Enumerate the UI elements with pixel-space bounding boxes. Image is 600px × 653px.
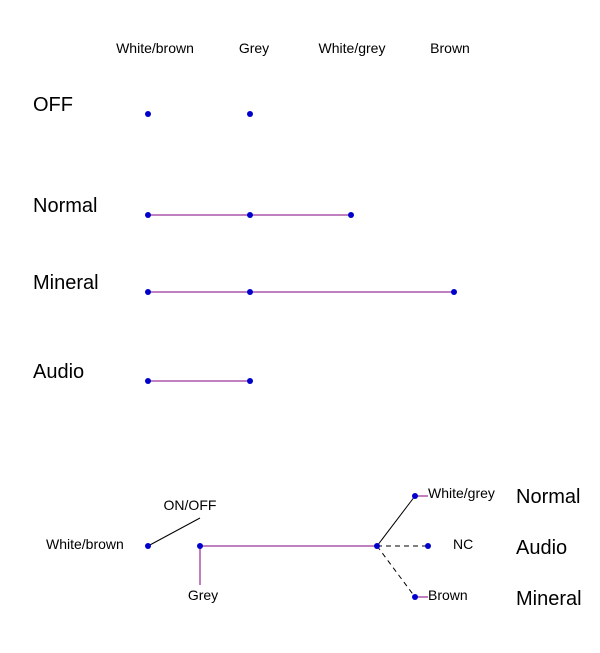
common-terminal-dot xyxy=(197,543,203,549)
terminal-dot-mineral-1 xyxy=(247,289,253,295)
column-header-white-grey: White/grey xyxy=(319,40,386,56)
terminal-dot-mineral-0 xyxy=(145,289,151,295)
output-wire-label-brown: Brown xyxy=(428,587,468,603)
column-header-white-brown: White/brown xyxy=(116,40,194,56)
mineral-terminal-dot xyxy=(412,594,418,600)
input-wire-label: White/brown xyxy=(46,536,124,552)
switch-lever xyxy=(147,517,201,547)
state-label-audio: Audio xyxy=(33,361,84,383)
switch-label: ON/OFF xyxy=(164,497,217,513)
normal-terminal-dot xyxy=(412,493,418,499)
mode-label-normal: Normal xyxy=(516,486,580,508)
column-header-brown: Brown xyxy=(430,40,470,56)
switch-schematic: ON/OFF White/brown Grey White/grey NC Br… xyxy=(46,485,582,610)
selector-arm-normal xyxy=(376,495,416,547)
common-wire-label: Grey xyxy=(188,587,218,603)
terminal-dot-mineral-3 xyxy=(451,289,457,295)
terminal-dot-off-0 xyxy=(145,111,151,117)
column-header-grey: Grey xyxy=(239,40,269,56)
state-label-normal: Normal xyxy=(33,195,97,217)
mode-label-audio: Audio xyxy=(516,537,567,559)
terminal-dot-audio-0 xyxy=(145,378,151,384)
input-terminal-dot xyxy=(145,543,151,549)
terminal-dot-audio-1 xyxy=(247,378,253,384)
audio-terminal-dot xyxy=(425,543,431,549)
terminal-dot-normal-1 xyxy=(247,212,253,218)
mode-label-mineral: Mineral xyxy=(516,588,582,610)
terminal-dot-off-1 xyxy=(247,111,253,117)
column-headers: White/brown Grey White/grey Brown xyxy=(116,40,470,56)
output-wire-label-white-grey: White/grey xyxy=(428,485,495,501)
selector-pivot-dot xyxy=(374,543,380,549)
state-label-off: OFF xyxy=(33,94,73,116)
terminal-dot-normal-2 xyxy=(348,212,354,218)
selector-path-mineral xyxy=(376,545,416,598)
terminal-dot-normal-0 xyxy=(145,212,151,218)
state-label-mineral: Mineral xyxy=(33,272,99,294)
output-wire-label-nc: NC xyxy=(453,536,473,552)
